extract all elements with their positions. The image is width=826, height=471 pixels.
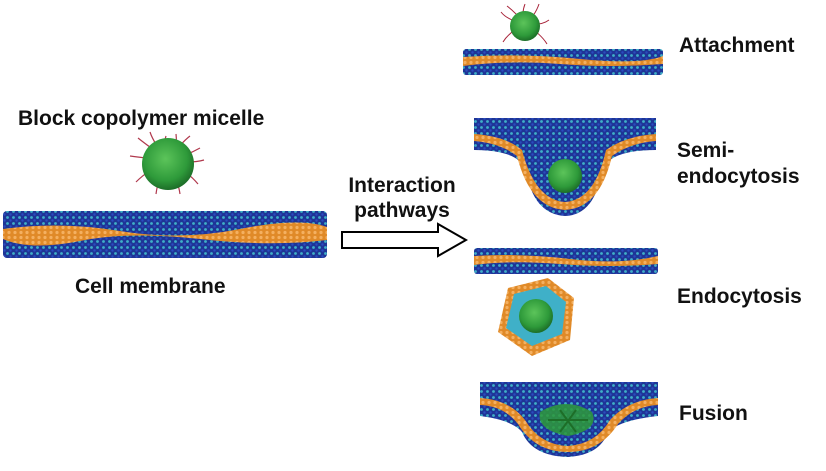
pathways-label: Interaction pathways	[332, 173, 472, 223]
endocytosis-label: Endocytosis	[677, 285, 802, 308]
membrane-main	[3, 211, 327, 258]
attachment-illustration	[463, 3, 663, 75]
attachment-label: Attachment	[679, 34, 795, 57]
semi-endocytosis-line1: Semi-	[677, 139, 735, 162]
pathways-label-line1: Interaction	[348, 174, 456, 197]
pathways-label-line2: pathways	[354, 199, 450, 222]
semi-endocytosis-label: Semi- endocytosis	[677, 138, 800, 190]
semi-endocytosis-illustration	[474, 118, 656, 216]
micelle-label: Block copolymer micelle	[18, 107, 265, 130]
semi-endocytosis-line2: endocytosis	[677, 165, 800, 188]
fusion-label: Fusion	[679, 402, 748, 425]
fusion-illustration	[480, 382, 658, 457]
membrane-label: Cell membrane	[75, 275, 226, 298]
micelle-main	[129, 131, 205, 195]
pathway-arrow	[341, 222, 469, 258]
endocytosis-illustration	[474, 248, 658, 356]
